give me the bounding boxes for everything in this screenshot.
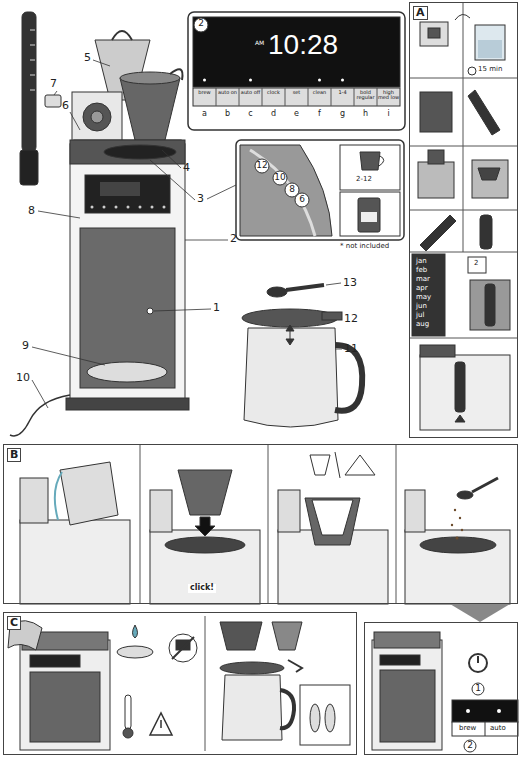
label: g bbox=[331, 110, 354, 119]
callout-number: 1 bbox=[213, 302, 220, 314]
callout-number: 2 bbox=[230, 233, 237, 245]
button-label: bold regular bbox=[354, 90, 377, 101]
button-label: auto bbox=[490, 725, 506, 733]
month-label: feb bbox=[416, 267, 427, 275]
button-label: clock bbox=[262, 90, 285, 95]
panel-b: B bbox=[3, 444, 518, 604]
callout-number: 10 bbox=[16, 372, 30, 384]
label: 2 bbox=[474, 260, 478, 268]
label: 2 bbox=[194, 19, 208, 29]
button-label: clean bbox=[308, 90, 331, 95]
month-label: may bbox=[416, 294, 431, 302]
display-time: 10:28 bbox=[268, 30, 338, 61]
label: 2-12 bbox=[356, 176, 372, 184]
power-panel: brew auto bbox=[364, 622, 518, 755]
button-label: set bbox=[285, 90, 308, 95]
label: 2 bbox=[463, 741, 477, 751]
month-label: mar bbox=[416, 276, 430, 284]
label: i bbox=[377, 110, 400, 119]
label: c bbox=[239, 110, 262, 119]
month-label: aug bbox=[416, 321, 429, 329]
month-label: jan bbox=[416, 258, 427, 266]
label: 8 bbox=[285, 185, 299, 195]
label: 6 bbox=[295, 195, 309, 205]
callout-number: 12 bbox=[344, 313, 358, 325]
label: 12 bbox=[255, 161, 269, 171]
label: a bbox=[193, 110, 216, 119]
label: h bbox=[354, 110, 377, 119]
callout-number: 8 bbox=[28, 205, 35, 217]
month-label: jul bbox=[416, 312, 424, 320]
label: 15 min bbox=[478, 66, 502, 74]
label: * not included bbox=[340, 243, 389, 251]
callout-number: 5 bbox=[84, 52, 91, 64]
button-label: auto on bbox=[216, 90, 239, 95]
label: d bbox=[262, 110, 285, 119]
button-label: brew bbox=[459, 725, 476, 733]
callout-number: 4 bbox=[183, 162, 190, 174]
callout-number: 6 bbox=[62, 100, 69, 112]
label: e bbox=[285, 110, 308, 119]
panel-c: C bbox=[3, 612, 357, 755]
label: 10 bbox=[273, 173, 287, 183]
callout-number: 7 bbox=[50, 78, 57, 90]
label: f bbox=[308, 110, 331, 119]
panel-letter: C bbox=[7, 616, 21, 630]
button-label: high med low bbox=[377, 90, 400, 101]
month-label: apr bbox=[416, 285, 428, 293]
button-label: auto off bbox=[239, 90, 262, 95]
callout-number: 3 bbox=[197, 193, 204, 205]
month-label: jun bbox=[416, 303, 427, 311]
button-label: 1-4 bbox=[331, 90, 354, 95]
callout-number: 11 bbox=[344, 343, 358, 355]
label: click! bbox=[188, 584, 216, 593]
flow-arrow bbox=[450, 604, 510, 622]
callout-number: 13 bbox=[343, 277, 357, 289]
label: b bbox=[216, 110, 239, 119]
label: 1 bbox=[471, 684, 485, 694]
callout-number: 9 bbox=[22, 340, 29, 352]
label: AM bbox=[255, 40, 264, 47]
panel-letter: B bbox=[7, 448, 21, 462]
button-label: brew bbox=[193, 90, 216, 95]
panel-letter: A bbox=[413, 6, 428, 20]
